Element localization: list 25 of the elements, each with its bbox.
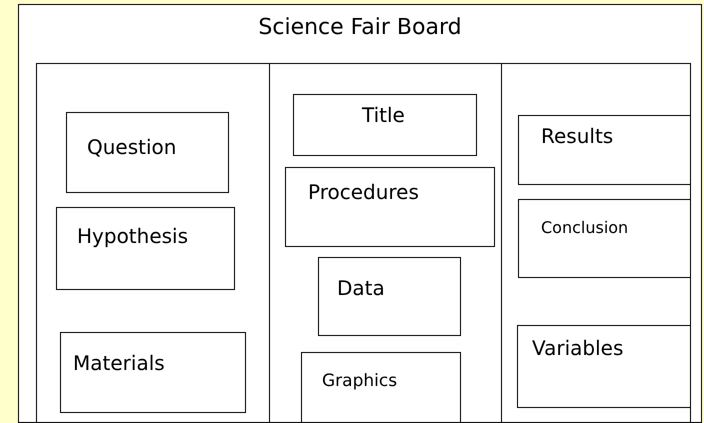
box-label: Conclusion xyxy=(541,218,628,237)
box-label: Hypothesis xyxy=(77,224,188,248)
box-label: Data xyxy=(337,276,385,300)
label-box xyxy=(56,207,235,290)
box-label: Question xyxy=(87,135,176,159)
label-box xyxy=(517,325,690,408)
column-panel xyxy=(36,63,270,422)
box-label: Variables xyxy=(532,336,624,360)
label-box xyxy=(66,112,229,193)
label-box xyxy=(293,94,477,156)
box-label: Graphics xyxy=(322,371,398,391)
box-label: Results xyxy=(541,124,614,148)
box-label: Procedures xyxy=(308,180,419,204)
box-label: Title xyxy=(362,103,405,127)
label-box xyxy=(285,167,495,247)
label-box xyxy=(60,332,246,413)
box-label: Materials xyxy=(73,351,165,375)
label-box xyxy=(301,352,461,422)
column-panel xyxy=(501,63,691,422)
board-panel xyxy=(18,4,702,423)
column-panel xyxy=(269,63,502,422)
board-title: Science Fair Board xyxy=(257,15,463,40)
label-box xyxy=(518,199,690,278)
label-box xyxy=(318,257,461,336)
label-box xyxy=(518,115,690,185)
